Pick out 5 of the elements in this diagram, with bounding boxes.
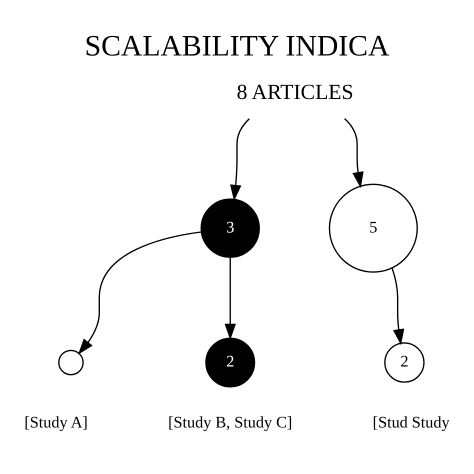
node-label: [Study A]: [24, 413, 88, 432]
node-label: [Study B, Study C]: [168, 413, 292, 432]
node-text: 8 ARTICLES: [236, 80, 354, 104]
diagram-title: SCALABILITY INDICA: [84, 30, 390, 63]
node-label: [Stud Study: [372, 413, 450, 432]
